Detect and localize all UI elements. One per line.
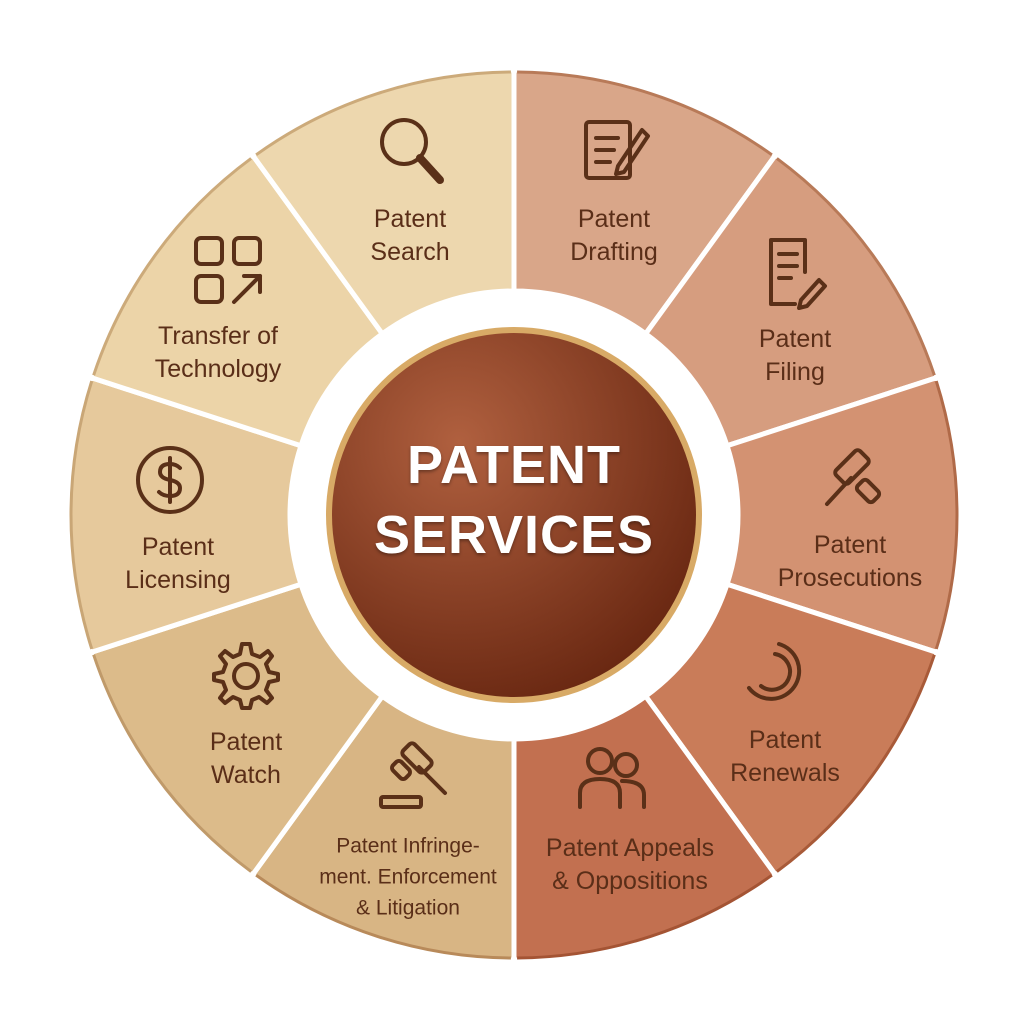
segment-border [255, 873, 511, 960]
segment-wedge[interactable] [248, 67, 517, 338]
segment-label-line: Search [370, 238, 450, 266]
segment-label-line: Technology [154, 355, 282, 383]
gavel-icon [813, 440, 893, 520]
segment-border [934, 380, 959, 650]
document-edit-icon [574, 110, 654, 190]
segment-label-line: & Litigation [356, 896, 460, 920]
segment-label-line: Patent [373, 205, 447, 233]
segment-label-line: Watch [211, 761, 281, 789]
renew-circle-icon [735, 632, 815, 712]
magnifier-icon [370, 110, 450, 190]
segment-border [775, 157, 936, 376]
segment-border [255, 70, 511, 157]
segment-label-line: Patent [758, 325, 832, 353]
file-pen-icon [755, 232, 835, 312]
segment-label: Transfer of Technology [155, 320, 281, 386]
segment-label-line: Patent Infringe- [336, 834, 480, 858]
segment-label-line: ment. Enforcement [319, 865, 497, 889]
segment-label-line: Prosecutions [777, 564, 923, 592]
center-title: PATENT SERVICES [374, 430, 654, 570]
segment-label-line: Patent [141, 533, 215, 561]
segment-label-line: Renewals [730, 759, 840, 787]
segment-border [92, 157, 253, 376]
center-disc [332, 333, 696, 697]
segment-border [69, 380, 94, 650]
segment-border [92, 654, 253, 873]
segment-label-line: Patent [577, 205, 651, 233]
segment-label-line: & Oppositions [552, 867, 708, 895]
dollar-circle-icon [130, 440, 210, 520]
segment-label-line: Patent Appeals [545, 834, 715, 862]
segment-border [775, 654, 936, 873]
grid-arrow-icon [188, 230, 268, 310]
segment-label-line: Transfer of [158, 322, 278, 350]
center-title-line2: SERVICES [373, 505, 655, 565]
segment-label-line: Patent [209, 728, 283, 756]
center-title-line1: PATENT [407, 435, 621, 495]
segment-border [517, 873, 773, 960]
segment-label-line: Filing [765, 358, 825, 386]
segment-label-line: Patent [813, 531, 887, 559]
people-icon [572, 735, 652, 815]
gavel-block-icon [375, 735, 455, 815]
segment-label-line: Licensing [125, 566, 231, 594]
segment-label-line: Drafting [570, 238, 658, 266]
segment-label: Patent Infringe-ment. Enforcement & Litig… [319, 831, 496, 924]
gear-icon [206, 636, 286, 716]
segment-label-line: Patent [748, 726, 822, 754]
segment-border [517, 70, 773, 157]
segment-label: Patent Appeals & Oppositions [546, 832, 714, 898]
